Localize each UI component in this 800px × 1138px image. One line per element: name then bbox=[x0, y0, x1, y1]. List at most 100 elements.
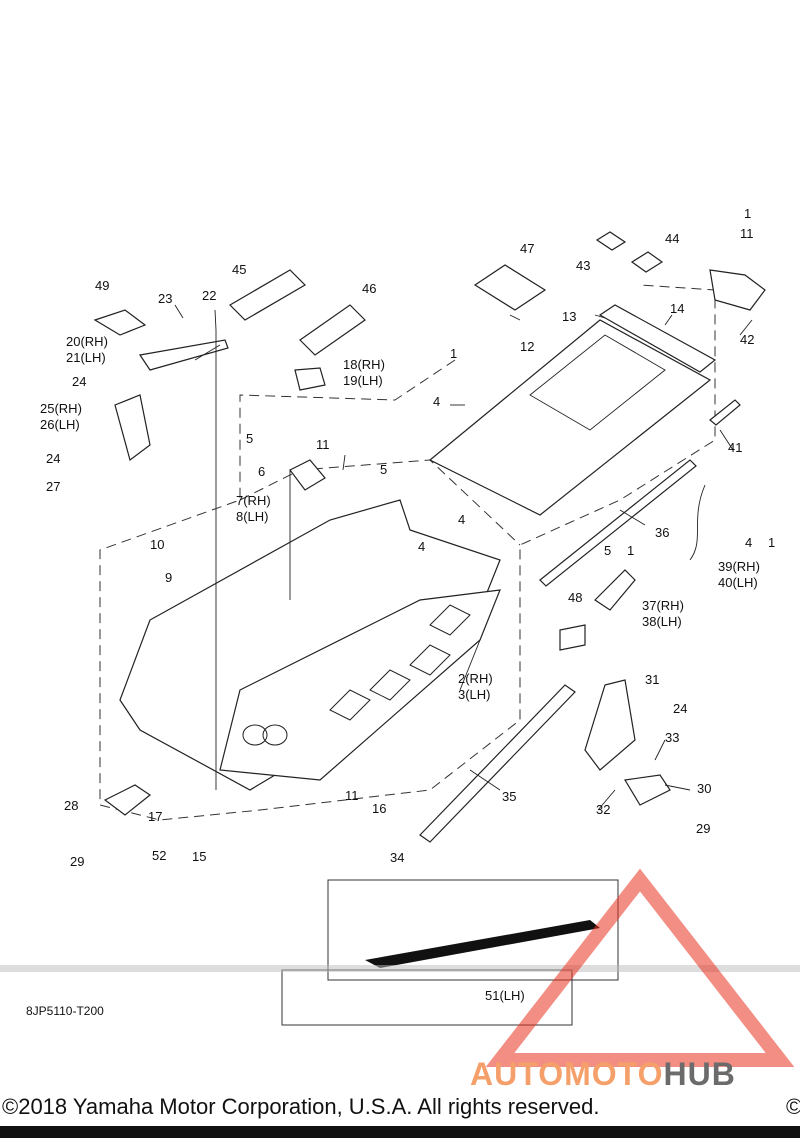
callout-10: 10 bbox=[150, 537, 164, 552]
callout-39: 39(RH) bbox=[718, 559, 760, 574]
copyright-trailing: © bbox=[786, 1094, 800, 1119]
callout-4-c: 4 bbox=[745, 535, 752, 550]
bracket-rod bbox=[539, 459, 697, 587]
tube-bar bbox=[419, 684, 576, 843]
callout-4-a: 4 bbox=[433, 394, 440, 409]
callout-15: 15 bbox=[192, 849, 206, 864]
decal-band bbox=[0, 965, 800, 972]
callout-48: 48 bbox=[568, 590, 582, 605]
boot-18 bbox=[294, 367, 326, 391]
decal-stripe bbox=[365, 920, 600, 968]
callout-12: 12 bbox=[520, 339, 534, 354]
leader-lines bbox=[174, 304, 753, 811]
callout-4-d: 4 bbox=[418, 539, 425, 554]
callout-52: 52 bbox=[152, 848, 166, 863]
callout-7: 7(RH) bbox=[236, 493, 271, 508]
watermark-triangle bbox=[485, 868, 795, 1067]
main-frame-lower bbox=[219, 589, 501, 781]
watermark-part1: AUTOMOTO bbox=[470, 1056, 664, 1092]
chain-39 bbox=[689, 484, 706, 561]
diagram-code: 8JP5110-T200 bbox=[26, 1004, 104, 1018]
decal-box-outer bbox=[327, 879, 619, 981]
watermark-text: AUTOMOTOHUB bbox=[470, 1056, 736, 1093]
callout-33: 33 bbox=[665, 730, 679, 745]
flap-41 bbox=[709, 399, 741, 426]
tunnel-panel bbox=[428, 319, 712, 516]
callout-3: 3(LH) bbox=[458, 687, 491, 702]
callout-26: 26(LH) bbox=[40, 417, 80, 432]
handle-arm bbox=[138, 339, 229, 371]
callout-32: 32 bbox=[596, 802, 610, 817]
rear-bumper bbox=[709, 269, 766, 311]
callout-5-a: 5 bbox=[246, 431, 253, 446]
callout-25: 25(RH) bbox=[40, 401, 82, 416]
watermark-part2: HUB bbox=[663, 1056, 736, 1092]
block-48 bbox=[559, 624, 586, 651]
callout-31: 31 bbox=[645, 672, 659, 687]
callout-24-a: 24 bbox=[72, 374, 86, 389]
callout-27: 27 bbox=[46, 479, 60, 494]
callout-47: 47 bbox=[520, 241, 534, 256]
callout-5-b: 5 bbox=[380, 462, 387, 477]
callout-21: 21(LH) bbox=[66, 350, 106, 365]
label-43 bbox=[595, 231, 627, 251]
callout-49: 49 bbox=[95, 278, 109, 293]
callout-29-b: 29 bbox=[70, 854, 84, 869]
callout-42: 42 bbox=[740, 332, 754, 347]
plate-7 bbox=[289, 459, 326, 491]
step-plate bbox=[103, 784, 152, 816]
callout-29-a: 29 bbox=[696, 821, 710, 836]
callout-28: 28 bbox=[64, 798, 78, 813]
callout-30: 30 bbox=[697, 781, 711, 796]
bracket-25 bbox=[114, 394, 151, 462]
callout-19: 19(LH) bbox=[343, 373, 383, 388]
callout-11-a: 11 bbox=[316, 437, 330, 452]
callout-5-c: 5 bbox=[604, 543, 611, 558]
callout-51: 51(LH) bbox=[485, 988, 525, 1003]
callout-11-top: 11 bbox=[740, 226, 754, 241]
callout-37: 37(RH) bbox=[642, 598, 684, 613]
callout-20: 20(RH) bbox=[66, 334, 108, 349]
callout-8: 8(LH) bbox=[236, 509, 269, 524]
callout-34: 34 bbox=[390, 850, 404, 865]
callout-4-b: 4 bbox=[458, 512, 465, 527]
callout-40: 40(LH) bbox=[718, 575, 758, 590]
callout-17: 17 bbox=[148, 809, 162, 824]
pad-47 bbox=[473, 264, 547, 311]
callout-1: 1 bbox=[450, 346, 457, 361]
callout-16: 16 bbox=[372, 801, 386, 816]
guard-49 bbox=[93, 309, 147, 336]
callout-2: 2(RH) bbox=[458, 671, 493, 686]
foot-30 bbox=[624, 774, 671, 806]
pad-46 bbox=[299, 304, 366, 356]
tunnel-panel-window bbox=[529, 334, 666, 431]
bracket-31 bbox=[584, 679, 636, 771]
callout-38: 38(LH) bbox=[642, 614, 682, 629]
main-frame bbox=[119, 499, 501, 791]
frame-holes bbox=[242, 604, 471, 746]
callout-41: 41 bbox=[728, 440, 742, 455]
callout-23: 23 bbox=[158, 291, 172, 306]
callout-1-c: 1 bbox=[768, 535, 775, 550]
assembly-outline-main bbox=[99, 284, 716, 821]
rail bbox=[598, 304, 717, 373]
callout-22: 22 bbox=[202, 288, 216, 303]
callout-13: 13 bbox=[562, 309, 576, 324]
callout-35: 35 bbox=[502, 789, 516, 804]
callout-46: 46 bbox=[362, 281, 376, 296]
callout-44: 44 bbox=[665, 231, 679, 246]
assembly-outline-inner bbox=[239, 459, 521, 546]
copyright-text: ©2018 Yamaha Motor Corporation, U.S.A. A… bbox=[2, 1094, 600, 1119]
callout-43: 43 bbox=[576, 258, 590, 273]
callout-36: 36 bbox=[655, 525, 669, 540]
callout-24-b: 24 bbox=[46, 451, 60, 466]
label-44 bbox=[630, 251, 664, 273]
callout-1-top: 1 bbox=[744, 206, 751, 221]
callout-45: 45 bbox=[232, 262, 246, 277]
callout-11-b: 11 bbox=[345, 788, 359, 803]
callout-9: 9 bbox=[165, 570, 172, 585]
callout-6: 6 bbox=[258, 464, 265, 479]
callout-18: 18(RH) bbox=[343, 357, 385, 372]
bracket-37 bbox=[594, 569, 636, 611]
